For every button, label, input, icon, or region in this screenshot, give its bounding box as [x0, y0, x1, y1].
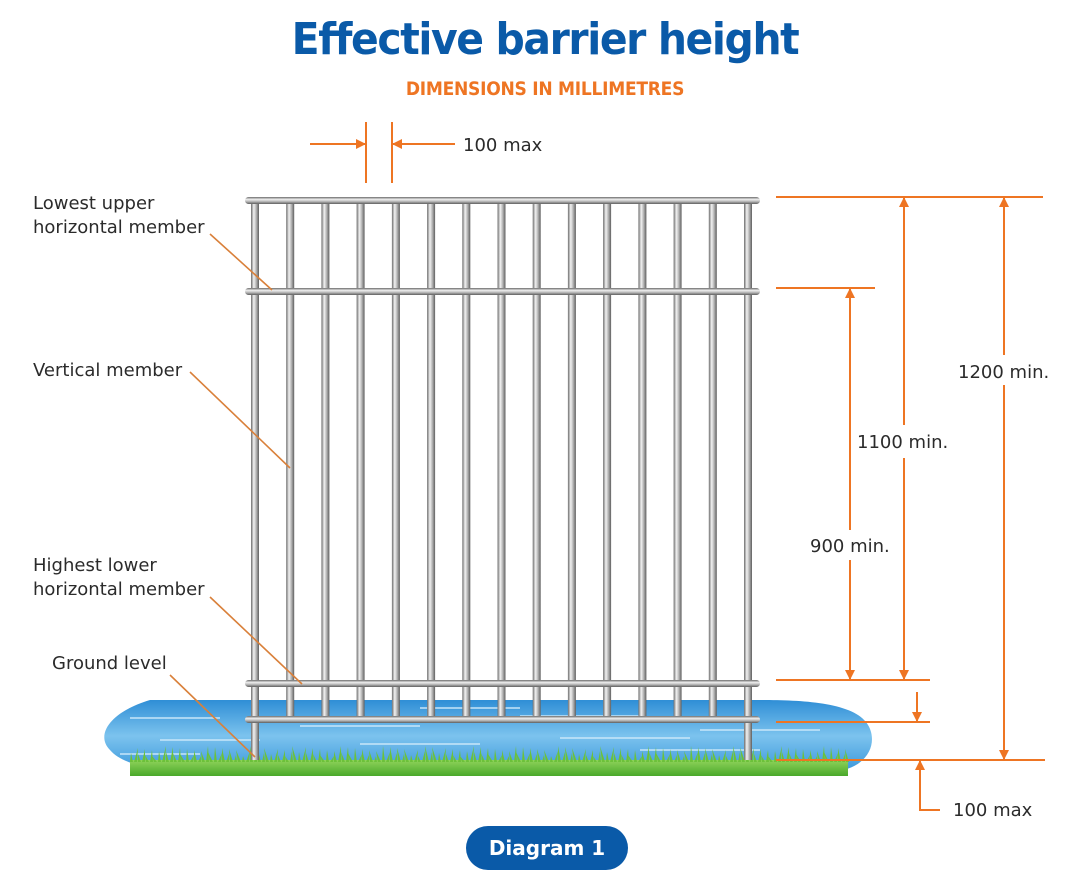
dim-1100-label: 1100 min. [857, 432, 948, 453]
lowest-upper-horizontal-member [245, 288, 760, 295]
label-ground-level: Ground level [52, 653, 167, 674]
vertical-member [708, 200, 717, 720]
leader-vertical [189, 371, 291, 469]
leader-highest-lower [209, 596, 303, 685]
label-lowest-upper-line2: horizontal member [33, 217, 205, 238]
vertical-member [603, 200, 612, 720]
diagram-title: Effective barrier height [291, 14, 800, 65]
dim-900-label: 900 min. [810, 536, 890, 557]
vertical-member [673, 200, 682, 720]
vertical-member [427, 200, 436, 720]
dim-bottom-gap [915, 760, 940, 811]
highest-lower-horizontal-member [245, 680, 760, 687]
vertical-member [638, 200, 647, 720]
fence [245, 197, 760, 760]
top-gap-dimension [310, 122, 455, 183]
leader-ground [169, 674, 256, 758]
label-highest-lower-line2: horizontal member [33, 579, 205, 600]
vertical-member [321, 200, 330, 720]
vertical-member [286, 200, 295, 720]
diagram-badge: Diagram 1 [466, 826, 628, 870]
vertical-member [744, 200, 752, 760]
leader-lowest-upper [209, 233, 273, 291]
vertical-member [567, 200, 576, 720]
label-lowest-upper-line1: Lowest upper [33, 193, 155, 214]
vertical-member [251, 200, 259, 760]
top-rail [245, 197, 760, 204]
bottom-gap-label: 100 max [953, 800, 1033, 821]
grass-ground [130, 746, 849, 776]
dim-1200-label: 1200 min. [958, 362, 1049, 383]
vertical-member [462, 200, 471, 720]
vertical-member [532, 200, 541, 720]
label-highest-lower-line1: Highest lower [33, 555, 157, 576]
vertical-member [356, 200, 365, 720]
label-vertical-member: Vertical member [33, 360, 183, 381]
diagram-subtitle: DIMENSIONS IN MILLIMETRES [405, 78, 685, 100]
vertical-member [391, 200, 400, 720]
top-gap-label: 100 max [463, 135, 543, 156]
vertical-member [497, 200, 506, 720]
bottom-rail [245, 716, 760, 723]
